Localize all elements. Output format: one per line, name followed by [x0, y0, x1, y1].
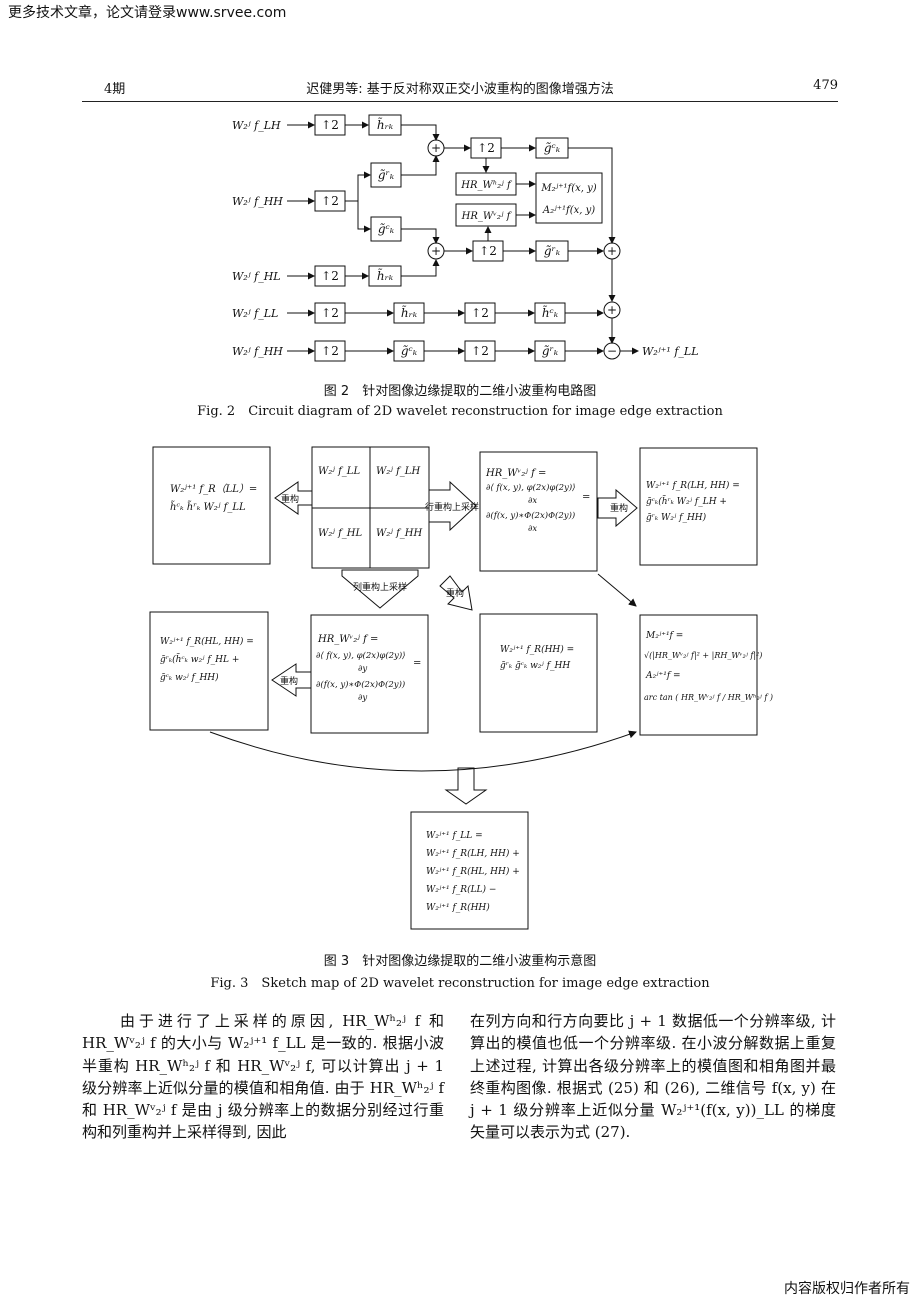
- fig2-input-hh2: W₂ʲ f_HH: [232, 345, 283, 358]
- fig2-up2-label: ↑2: [321, 344, 339, 358]
- fig3-quad-ll: W₂ʲ f_LL: [318, 466, 360, 477]
- fig3-arrow-col-recon: 列重构上采样: [353, 581, 407, 593]
- fig2-filter-g: g̃ᶜₖ: [378, 222, 395, 236]
- fig2-sum-node: +: [607, 244, 617, 258]
- fig3-final-line: W₂ʲ⁺¹ f_R(HH): [426, 902, 490, 913]
- fig3-quad-lh: W₂ʲ f_LH: [376, 466, 420, 477]
- copyright-note: 内容版权归作者所有: [784, 1281, 910, 1297]
- fig3-final-line: W₂ʲ⁺¹ f_R(LL) −: [426, 884, 496, 895]
- fig3-hrv-line: ∂x: [528, 496, 537, 506]
- fig3-hrh-line: HR_Wᵛ₂ʲ f =: [317, 634, 378, 645]
- fig2-filter-g: g̃ʳₖ: [542, 344, 559, 358]
- fig2-filter-h: h̃ᵣₖ: [377, 267, 394, 283]
- fig2-filter-g: g̃ʳₖ: [378, 168, 395, 182]
- fig2-sum-node: +: [431, 141, 441, 155]
- fig2-modulus-label: M₂ʲ⁺¹f(x, y): [540, 183, 596, 194]
- fig3-arrow-row-recon: 行重构上采样: [425, 501, 479, 513]
- fig2-input-hh: W₂ʲ f_HH: [232, 195, 283, 208]
- fig2-filter-h: h̃ᶜₖ: [542, 304, 559, 320]
- site-note: 更多技术文章，论文请登录www.srvee.com: [8, 5, 287, 21]
- fig3-quad-hh: W₂ʲ f_HH: [376, 528, 423, 539]
- fig3-hlhh-line: g̃ʳₖ(h̃ᶜₖ w₂ʲ f_HL +: [160, 653, 239, 665]
- fig3-caption-cn: 图 3 针对图像边缘提取的二维小波重构示意图: [323, 954, 597, 969]
- fig3-hrh-line: ∂⟨ f(x, y), φ(2x)φ(2y)⟩: [316, 650, 406, 661]
- fig3-quad-hl: W₂ʲ f_HL: [318, 528, 363, 539]
- fig2-hrv-label: HR_Wᵛ₂ʲ f: [461, 211, 513, 222]
- fig3-box-ll-line: W₂ʲ⁺¹ f_R（LL）=: [170, 483, 257, 495]
- fig2-up2-label: ↑2: [321, 269, 339, 283]
- fig2-caption-en: Fig. 2 Circuit diagram of 2D wavelet rec…: [197, 404, 723, 419]
- fig3-hrv-line: HR_Wᵛ₂ʲ f =: [485, 468, 546, 479]
- body-left-column: 由于进行了上采样的原因, HR_Wʰ₂ʲ f 和 HR_Wᵛ₂ʲ f 的大小与 …: [82, 1012, 444, 1142]
- fig2-input-ll: W₂ʲ f_LL: [232, 307, 278, 320]
- fig3-hlhh-line: g̃ᶜₖ w₂ʲ f_HH): [160, 672, 219, 683]
- fig2-filter-h: h̃ᵣₖ: [377, 116, 394, 132]
- fig2-sum-node: +: [607, 303, 617, 317]
- header-rule: [82, 101, 838, 102]
- fig3-final-line: W₂ʲ⁺¹ f_R(HL, HH) +: [426, 866, 520, 877]
- fig2-input-hl: W₂ʲ f_HL: [232, 270, 281, 283]
- fig3-final-line: W₂ʲ⁺¹ f_LL =: [426, 831, 483, 841]
- fig3-arrow-reconstruct: 重构: [281, 493, 299, 505]
- fig3-ma-line: arc tan ( HR_Wᵛ₂ʲ f / HR_Wʰ₂ʲ f ): [644, 693, 773, 702]
- fig3-hlhh-line: W₂ʲ⁺¹ f_R(HL, HH) =: [160, 636, 254, 647]
- fig2-up2-label: ↑2: [471, 306, 489, 320]
- fig2-filter-g: g̃ʳₖ: [544, 244, 561, 258]
- fig2-up2-label: ↑2: [321, 118, 339, 132]
- fig2-up2-label: ↑2: [321, 194, 339, 208]
- issue-number: 4期: [104, 82, 126, 97]
- fig3-ma-line: A₂ʲ⁺¹f =: [645, 671, 681, 681]
- fig3-sketch-map: 重构 行重构上采样 重构 列重构上采样 重构 重构 W₂ʲ⁺¹ f_R（LL）=…: [149, 446, 773, 930]
- fig3-hrh-line: ∂y: [358, 693, 367, 703]
- fig3-ma-line: M₂ʲ⁺¹f =: [645, 631, 683, 641]
- fig3-arrow-reconstruct: 重构: [446, 587, 464, 599]
- fig3-equals: =: [413, 658, 421, 669]
- fig3-hrh-line: ∂(f(x, y)∗Φ(2x)Φ(2y)): [316, 679, 405, 690]
- fig3-hrv-line: ∂⟨ f(x, y), φ(2x)φ(2y)⟩: [486, 482, 576, 493]
- fig3-box-ll-line: h̃ᶜₖ h̃ʳₖ W₂ʲ f_LL: [170, 501, 246, 513]
- fig3-final-line: W₂ʲ⁺¹ f_R(LH, HH) +: [426, 848, 520, 859]
- fig3-hrv-line: ∂(f(x, y)∗Φ(2x)Φ(2y)): [486, 510, 575, 521]
- fig2-sum-node: +: [431, 244, 441, 258]
- paper-title: 迟健男等: 基于反对称双正交小波重构的图像增强方法: [306, 82, 614, 97]
- fig2-up2-label: ↑2: [471, 344, 489, 358]
- fig2-circuit-diagram: W₂ʲ f_LH W₂ʲ f_HH W₂ʲ f_HL W₂ʲ f_LL W₂ʲ …: [232, 114, 699, 362]
- fig2-filter-g: g̃ᶜₖ: [401, 344, 418, 358]
- fig3-caption-en: Fig. 3 Sketch map of 2D wavelet reconstr…: [210, 976, 710, 991]
- fig3-lhhh-line: g̃ʳₖ W₂ʲ f_HH): [646, 512, 707, 523]
- fig3-hrv-line: ∂x: [528, 524, 537, 534]
- fig3-lhhh-line: g̃ᶜₖ(h̃ʳₖ W₂ʲ f_LH +: [646, 495, 727, 507]
- fig2-caption-cn: 图 2 针对图像边缘提取的二维小波重构电路图: [323, 384, 597, 399]
- page-number: 479: [813, 78, 838, 93]
- fig3-hh-line: g̃ʳₖ g̃ᶜₖ w₂ʲ f_HH: [500, 660, 570, 671]
- fig2-filter-g: g̃ᶜₖ: [544, 141, 561, 155]
- fig3-equals: =: [582, 492, 590, 503]
- fig2-diff-node: −: [607, 344, 617, 358]
- fig3-hrh-line: ∂y: [358, 664, 367, 674]
- body-right-column: 在列方向和行方向要比 j + 1 数据低一个分辨率级, 计算出的模值也低一个分辨…: [470, 1012, 836, 1142]
- fig3-lhhh-line: W₂ʲ⁺¹ f_R(LH, HH) =: [646, 480, 740, 491]
- fig2-filter-h: h̃ᵣₖ: [401, 304, 418, 320]
- fig2-up2-label: ↑2: [479, 244, 497, 258]
- fig2-input-lh: W₂ʲ f_LH: [232, 119, 281, 132]
- fig3-arrow-reconstruct: 重构: [610, 502, 628, 514]
- fig2-up2-label: ↑2: [321, 306, 339, 320]
- fig2-angle-label: A₂ʲ⁺¹f(x, y): [542, 205, 595, 216]
- fig3-hh-line: W₂ʲ⁺¹ f_R(HH) =: [500, 644, 574, 655]
- fig2-up2-label: ↑2: [477, 141, 495, 155]
- fig3-ma-line: √(|HR_Wᵛ₂ʲ f|² + |RH_Wᵛ₂ʲ f|²): [644, 651, 762, 660]
- fig2-output-label: W₂ʲ⁺¹ f_LL: [642, 345, 699, 358]
- fig2-hrh-label: HR_Wʰ₂ʲ f: [460, 180, 513, 191]
- fig3-arrow-reconstruct: 重构: [280, 675, 298, 687]
